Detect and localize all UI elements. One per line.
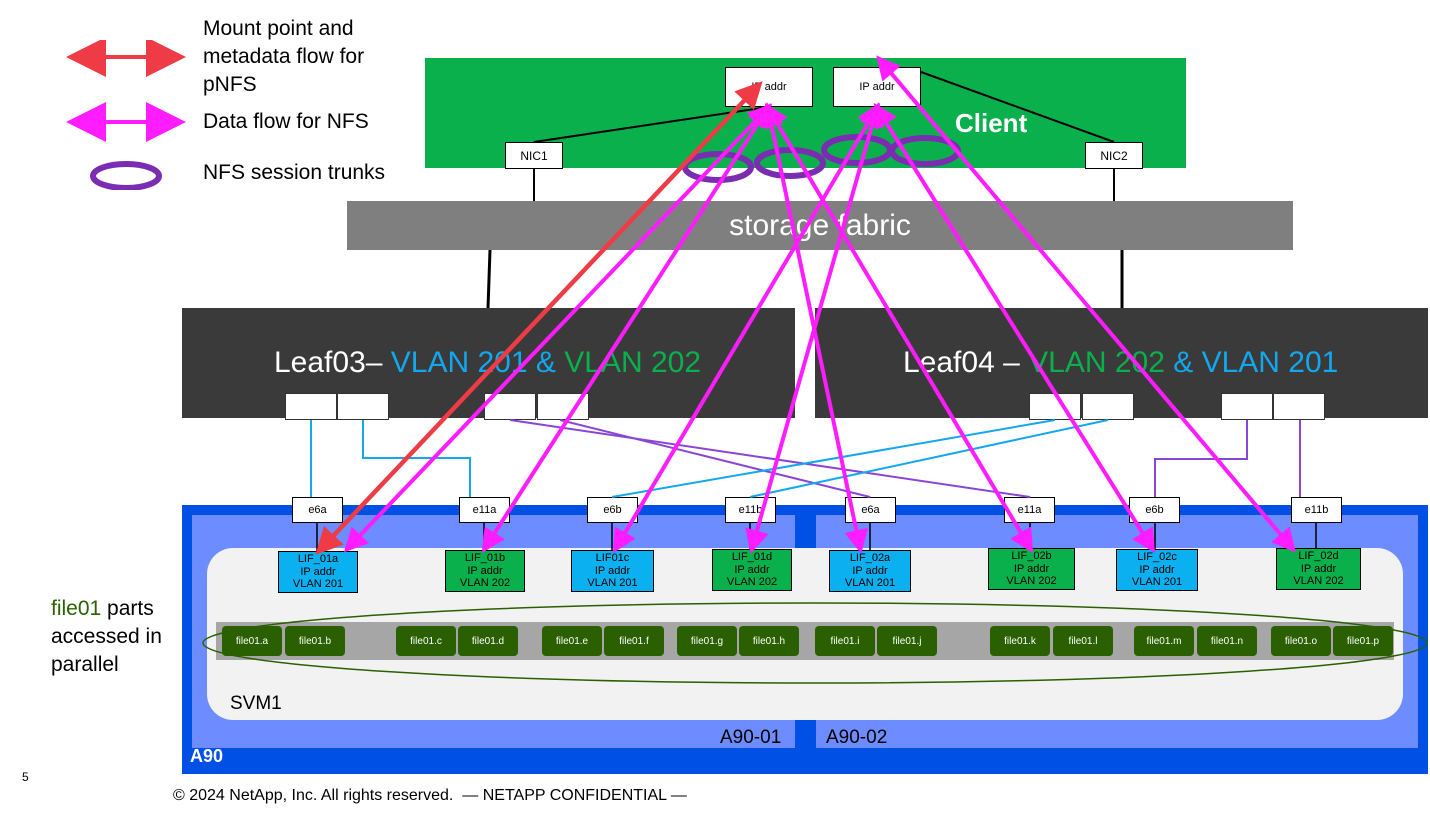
lif-ip: IP addr (1139, 563, 1175, 576)
client-ip-1: IP addr (725, 67, 813, 107)
file-note-line2: accessed in (51, 625, 162, 648)
file-part: file01.m (1134, 626, 1194, 656)
leaf03-vlan-b: VLAN 202 (564, 346, 702, 379)
port-e11a-02: e11a (1004, 497, 1055, 523)
cabling (310, 419, 1301, 498)
lif-vlan: VLAN 202 (1006, 575, 1057, 588)
port-e11a-01: e11a (459, 497, 510, 523)
leaf04-amp: & (1173, 346, 1194, 379)
lif-ip: IP addr (1300, 562, 1337, 575)
file-part: file01.c (396, 626, 456, 656)
leaf03-port-2 (337, 393, 389, 420)
file-part: file01.i (815, 626, 875, 656)
leaf03-port-3 (484, 393, 536, 420)
port-e11b-02: e11b (1291, 497, 1342, 523)
lif-ip: IP addr (300, 565, 336, 578)
client-ip-2: IP addr (833, 67, 921, 107)
file-part: file01.a (222, 626, 282, 656)
leaf04-title: Leaf04 – VLAN 202 & VLAN 201 (903, 346, 1338, 380)
footer-copyright: © 2024 NetApp, Inc. All rights reserved.… (173, 787, 687, 804)
lif-vlan: VLAN 202 (726, 576, 778, 589)
file-part: file01.p (1333, 626, 1393, 656)
leaf04-name: Leaf04 – (903, 346, 1020, 379)
file-part: file01.g (677, 626, 737, 656)
leaf04-port-3 (1221, 393, 1273, 420)
nic2: NIC2 (1085, 142, 1143, 169)
storage-fabric-label: storage fabric (729, 208, 911, 242)
port-e6b-02: e6b (1129, 497, 1180, 523)
leaf04-port-1 (1029, 393, 1081, 420)
lif-ip: IP addr (734, 563, 770, 576)
lif-name: LIF_01a (297, 553, 339, 566)
file-part: file01.l (1053, 626, 1113, 656)
data-flow-legend-label: Data flow for NFS (203, 110, 369, 133)
legend-arrows (66, 40, 186, 190)
file-part: file01.k (990, 626, 1050, 656)
file-part: file01.e (542, 626, 602, 656)
file-note: file01 parts accessed in parallel (51, 595, 162, 679)
leaf04-vlan-b: VLAN 201 (1201, 346, 1339, 379)
leaf03-amp: & (535, 346, 556, 379)
port-e6b-01: e6b (587, 497, 638, 523)
file-note-line3: parallel (51, 653, 119, 676)
lif-vlan: VLAN 201 (292, 578, 344, 591)
leaf03-name: Leaf03– (274, 346, 383, 379)
lif-name: LIF_02a (849, 552, 891, 565)
node2-label: A90-02 (826, 727, 888, 748)
lif-name: LIF_01b (464, 552, 506, 565)
lif-name: LIF_02c (1137, 551, 1177, 564)
file-part: file01.h (739, 626, 799, 656)
lif-name: LIF_01d (731, 551, 773, 564)
lif-name: LIF_02b (1011, 550, 1052, 563)
leaf04-vlan-a: VLAN 202 (1028, 346, 1165, 379)
file-note-file: file01 (51, 597, 102, 620)
lif-name: LIF_02d (1298, 550, 1339, 563)
nic1: NIC1 (505, 142, 563, 169)
client-title: Client (955, 108, 1028, 138)
leaf04-port-4 (1273, 393, 1325, 420)
leaf04-port-2 (1082, 393, 1134, 420)
lif-ip: IP addr (594, 564, 631, 577)
port-e6a-01: e6a (292, 497, 343, 523)
mount-flow-legend-label: Mount point and metadata flow for pNFS (203, 17, 365, 96)
trunk-legend-ring (90, 161, 162, 190)
lif-ip: IP addr (852, 564, 888, 577)
port-e6a-02: e6a (845, 497, 896, 523)
storage-fabric: storage fabric (347, 201, 1293, 250)
lif-vlan: VLAN 201 (587, 577, 638, 590)
node1-label: A90-01 (720, 727, 782, 748)
lif-name: LIF01c (595, 552, 630, 565)
lif-ip: IP addr (1013, 562, 1050, 575)
leaf03-port-1 (285, 393, 337, 420)
file-part: file01.n (1197, 626, 1257, 656)
lif-vlan: VLAN 202 (1293, 575, 1344, 588)
file-note-rest: parts (101, 597, 154, 620)
a90-label: A90 (190, 746, 224, 766)
file-part: file01.b (285, 626, 345, 656)
trunk-legend-label: NFS session trunks (203, 161, 386, 184)
file-part: file01.o (1271, 626, 1331, 656)
lif-vlan: VLAN 201 (844, 577, 896, 590)
leaf03-vlan-a: VLAN 201 (390, 346, 528, 379)
lif-vlan: VLAN 202 (459, 577, 511, 590)
svm-label: SVM1 (230, 693, 282, 714)
file-part: file01.j (877, 626, 937, 656)
lif-ip: IP addr (467, 564, 503, 577)
leaf03-port-4 (537, 393, 589, 420)
slide-number: 5 (22, 770, 29, 784)
file-part: file01.f (604, 626, 664, 656)
port-e11b-01: e11b (725, 497, 776, 523)
file-part: file01.d (458, 626, 518, 656)
lif-vlan: VLAN 201 (1131, 576, 1183, 589)
leaf03-title: Leaf03– VLAN 201 & VLAN 202 (274, 346, 701, 380)
